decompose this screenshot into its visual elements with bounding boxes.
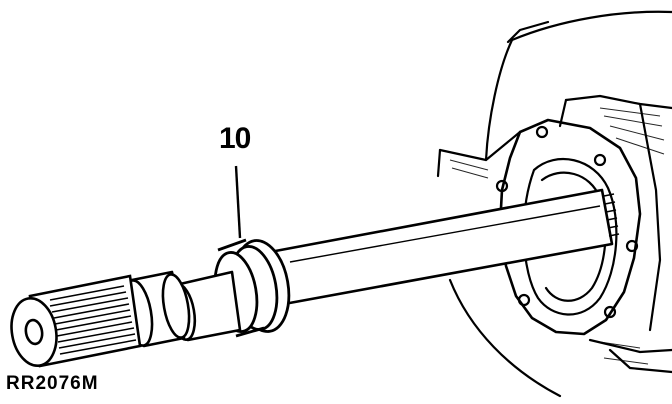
housing-shading <box>449 107 665 365</box>
outer-splined-end <box>10 274 142 368</box>
axle-housing <box>436 10 672 398</box>
inner-splines <box>603 193 620 237</box>
spline-teeth <box>49 285 137 355</box>
half-shaft <box>268 188 614 306</box>
callout-leader-line <box>234 165 242 239</box>
callout-label: 10 <box>219 122 251 155</box>
figure-reference-label: RR2076M <box>6 373 99 394</box>
bearing-collar <box>122 270 242 348</box>
